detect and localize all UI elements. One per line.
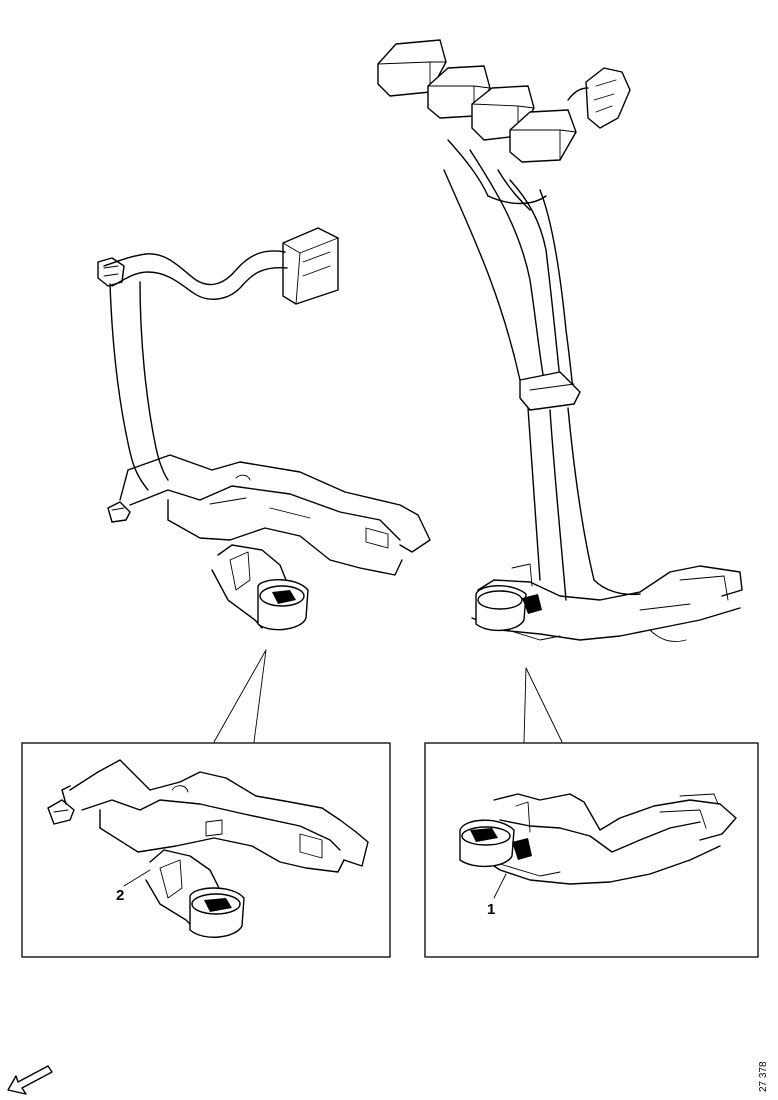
- left-harness-assembly: [97, 227, 431, 631]
- detail-box-left: 2: [21, 742, 391, 958]
- relay-block-4: [509, 109, 577, 163]
- relay-block-1: [377, 39, 447, 97]
- callout-1: 1: [487, 901, 495, 918]
- detail-leaders: [213, 649, 563, 743]
- detail-box-right: 1: [424, 742, 759, 958]
- callout-2: 2: [116, 887, 124, 904]
- left-connector-block: [282, 227, 339, 305]
- reference-code: 27 378: [758, 1061, 769, 1092]
- right-side-connector: [567, 67, 631, 129]
- direction-arrow-icon: [7, 1065, 53, 1095]
- right-harness-assembly: [377, 39, 743, 642]
